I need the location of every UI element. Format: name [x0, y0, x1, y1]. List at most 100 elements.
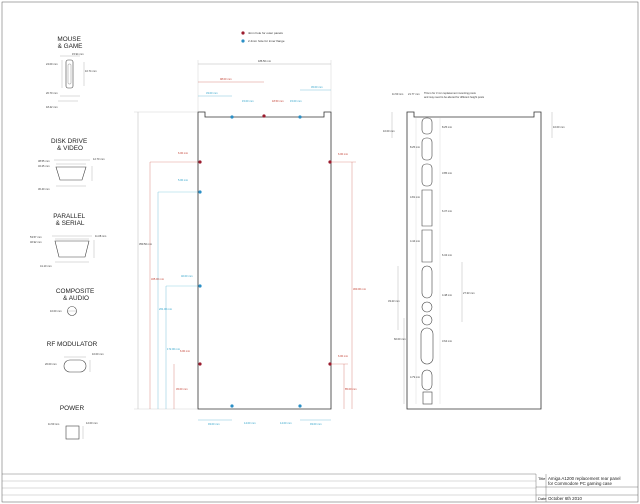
svg-text:3.85 mm: 3.85 mm — [442, 171, 452, 175]
svg-text:27.33 mm: 27.33 mm — [463, 291, 475, 295]
side-panel-outline — [406, 111, 542, 410]
connector-legend: MOUSE & GAME 15.94 mm 10.74 mm 24.09 mm … — [30, 36, 106, 440]
cutout-chain — [420, 117, 434, 405]
svg-text:186.50 mm: 186.50 mm — [258, 59, 271, 63]
svg-text:172.00 mm: 172.00 mm — [167, 347, 180, 351]
svg-text:6.00 mm: 6.00 mm — [338, 354, 348, 358]
hole-bottom-blue-right — [298, 404, 302, 408]
svg-text:24.09 mm: 24.09 mm — [46, 62, 58, 66]
svg-text:14.00 mm: 14.00 mm — [244, 421, 256, 425]
svg-text:11.50 mm: 11.50 mm — [392, 92, 403, 96]
svg-text:10.00 mm: 10.00 mm — [553, 125, 565, 129]
connector-rf-modulator: RF MODULATOR 20.00 mm 10.00 mm — [45, 341, 104, 373]
hole-bottom-blue-left — [230, 404, 234, 408]
svg-text:38.55 mm: 38.55 mm — [38, 159, 50, 163]
svg-text:10.00 mm: 10.00 mm — [92, 352, 104, 356]
svg-text:4.48 mm: 4.48 mm — [442, 293, 452, 297]
blue-hole-swatch — [241, 39, 245, 43]
connector-label: POWER — [60, 405, 85, 412]
svg-text:41.10 mm: 41.10 mm — [40, 264, 52, 268]
svg-text:6.00 mm: 6.00 mm — [180, 349, 190, 353]
svg-text:11.08 mm: 11.08 mm — [95, 234, 106, 238]
svg-text:300.00 mm: 300.00 mm — [353, 287, 366, 291]
svg-text:10.00 mm: 10.00 mm — [383, 129, 395, 133]
connector-disk-video: DISK DRIVE & VIDEO 38.55 mm 32.25 mm 12.… — [38, 138, 105, 191]
hole-legend: 4mm hole for outer panels 2.4mm hole for… — [241, 31, 285, 43]
connector-label: COMPOSITE & AUDIO — [56, 288, 96, 302]
hole-top-red — [262, 114, 266, 118]
svg-text:30.40 mm: 30.40 mm — [38, 187, 50, 191]
svg-text:4.44 mm: 4.44 mm — [410, 239, 420, 243]
svg-text:20.70 mm: 20.70 mm — [46, 91, 58, 95]
title-label: Title — [538, 476, 546, 481]
connector-label: RF MODULATOR — [47, 341, 98, 348]
hole-right-red-upper — [328, 160, 332, 164]
front-panel-outline — [197, 111, 332, 410]
svg-text:261.00 mm: 261.00 mm — [159, 307, 172, 311]
connector-composite-audio: COMPOSITE & AUDIO 10.00 mm — [50, 288, 96, 316]
svg-text:45.00 mm: 45.00 mm — [176, 387, 188, 391]
svg-text:5.00 mm: 5.00 mm — [178, 178, 188, 182]
hole-left-red-upper — [198, 160, 202, 164]
svg-text:4.79 mm: 4.79 mm — [410, 375, 420, 379]
svg-text:93.00 mm: 93.00 mm — [208, 422, 220, 426]
svg-text:32.25 mm: 32.25 mm — [38, 164, 50, 168]
connector-mouse-game: MOUSE & GAME 15.94 mm 10.74 mm 24.09 mm … — [46, 36, 97, 109]
svg-text:53.57 mm: 53.57 mm — [30, 235, 42, 239]
svg-text:18.50 mm: 18.50 mm — [272, 99, 284, 103]
date-label: Date — [538, 496, 547, 501]
svg-text:93.00 mm: 93.00 mm — [310, 422, 322, 426]
hole-left-red-lower — [198, 362, 202, 366]
svg-text:11.50 mm: 11.50 mm — [48, 422, 59, 426]
svg-text:60.00 mm: 60.00 mm — [394, 337, 406, 341]
hole-right-red-lower — [328, 362, 332, 366]
svg-text:45.00 mm: 45.00 mm — [311, 85, 323, 89]
title-line-2: for Commodore PC gaming case — [548, 481, 612, 486]
svg-text:15.00 mm: 15.00 mm — [242, 99, 254, 103]
svg-text:18.42 mm: 18.42 mm — [46, 105, 58, 109]
hole-left-blue-mid — [198, 284, 202, 288]
connector-label: PARALLEL & SERIAL — [53, 213, 86, 227]
svg-text:6.00 mm: 6.00 mm — [178, 151, 188, 155]
svg-text:33.00 mm: 33.00 mm — [206, 91, 218, 95]
svg-text:350.50 mm: 350.50 mm — [139, 242, 152, 246]
date-value: October 6th 2010 — [548, 496, 582, 501]
connector-parallel-serial: PARALLEL & SERIAL 53.57 mm 46.92 mm 11.0… — [30, 213, 106, 268]
svg-text:46.92 mm: 46.92 mm — [30, 240, 42, 244]
svg-text:21.77 mm: 21.77 mm — [408, 92, 420, 96]
svg-text:325.00 mm: 325.00 mm — [151, 277, 164, 281]
hole-left-blue-upper — [198, 190, 202, 194]
svg-text:85.00 mm: 85.00 mm — [345, 387, 357, 391]
title-block: Title Amiga A1200 replacement rear panel… — [2, 473, 638, 502]
svg-text:8.25 mm: 8.25 mm — [442, 125, 452, 129]
svg-text:4mm hole for outer panels: 4mm hole for outer panels — [248, 31, 283, 35]
side-view: This is for 3 mm replacement mounting po… — [383, 91, 565, 410]
svg-text:6.37 mm: 6.37 mm — [442, 209, 452, 213]
svg-text:6.00 mm: 6.00 mm — [338, 152, 348, 156]
svg-text:98.00 mm: 98.00 mm — [220, 77, 232, 81]
front-view: 186.50 mm 98.00 mm 33.00 mm 15.00 mm 18.… — [134, 59, 366, 426]
svg-text:3.64 mm: 3.64 mm — [442, 339, 452, 343]
svg-text:and may need to be altered for: and may need to be altered for different… — [424, 95, 485, 99]
svg-text:12.70 mm: 12.70 mm — [93, 157, 105, 161]
svg-text:10.74 mm: 10.74 mm — [85, 69, 97, 73]
svg-text:2.4mm hole for inner flange: 2.4mm hole for inner flange — [248, 39, 285, 43]
svg-text:10.00 mm: 10.00 mm — [50, 309, 62, 313]
svg-text:12.00 mm: 12.00 mm — [86, 421, 98, 425]
svg-text:20.00 mm: 20.00 mm — [45, 362, 57, 366]
svg-text:33.23 mm: 33.23 mm — [388, 299, 400, 303]
svg-text:40.00 mm: 40.00 mm — [181, 274, 193, 278]
svg-text:8.25 mm: 8.25 mm — [410, 145, 420, 149]
connector-label: MOUSE & GAME — [57, 36, 82, 50]
svg-text:15.94 mm: 15.94 mm — [72, 52, 84, 56]
svg-text:6.34 mm: 6.34 mm — [442, 253, 452, 257]
svg-text:This is for 3 mm replacement m: This is for 3 mm replacement mounting po… — [424, 91, 476, 95]
red-hole-swatch — [241, 31, 245, 35]
svg-text:4.81 mm: 4.81 mm — [410, 195, 420, 199]
hole-top-blue-right — [298, 115, 302, 119]
connector-power: POWER 11.50 mm 12.00 mm — [48, 405, 98, 440]
connector-label: DISK DRIVE & VIDEO — [51, 138, 89, 152]
